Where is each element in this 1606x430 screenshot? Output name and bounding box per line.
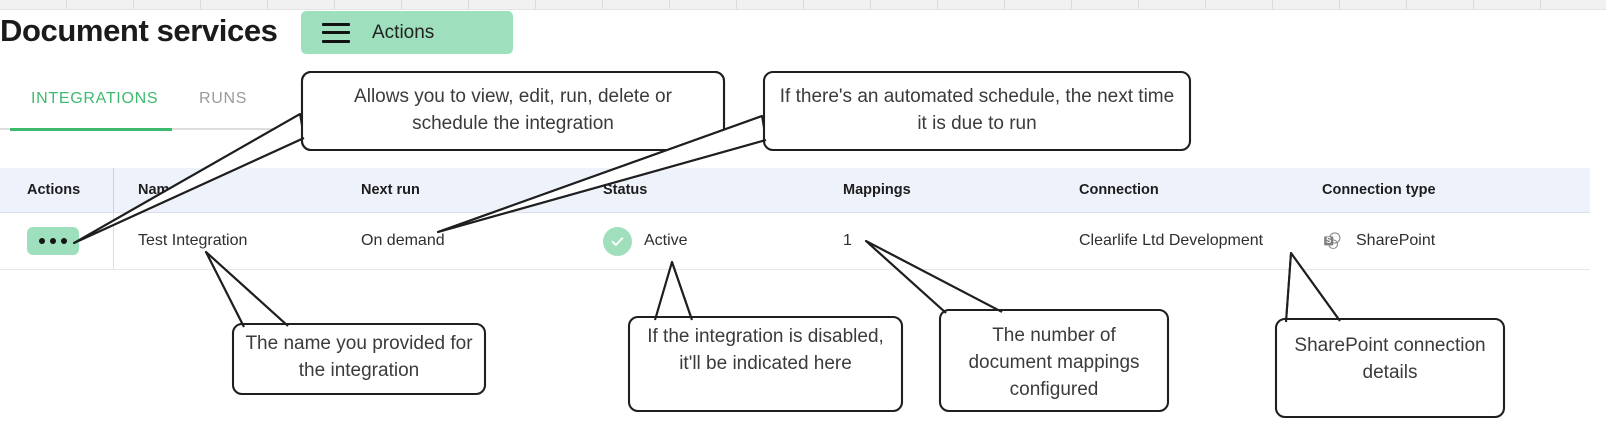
callout-box-mappings bbox=[938, 308, 1170, 413]
column-header-next-run: Next run bbox=[361, 182, 420, 198]
ruler-tick bbox=[603, 0, 670, 9]
callout-text-status: If the integration is disabled, it'll be… bbox=[647, 326, 884, 374]
table-row: Test Integration On demand Active 1 Clea… bbox=[0, 213, 1590, 270]
ruler-tick bbox=[1340, 0, 1407, 9]
ruler-tick bbox=[737, 0, 804, 9]
callout-text-mappings: The number of document mappings configur… bbox=[968, 325, 1140, 400]
ruler-strip bbox=[0, 0, 1606, 10]
ruler-tick bbox=[670, 0, 737, 9]
column-header-connection-type: Connection type bbox=[1322, 182, 1436, 198]
ruler-tick bbox=[938, 0, 1005, 9]
integrations-table: Actions Name Next run Status Mappings Co… bbox=[0, 168, 1590, 270]
ruler-tick bbox=[402, 0, 469, 9]
callout-tail-status bbox=[654, 261, 693, 321]
tab-bar: INTEGRATIONS RUNS bbox=[0, 90, 1606, 131]
column-header-mappings: Mappings bbox=[843, 182, 911, 198]
cell-mappings: 1 bbox=[843, 232, 852, 249]
actions-button-label: Actions bbox=[372, 21, 435, 43]
callout-box-name bbox=[231, 322, 487, 396]
callout-box-conntype bbox=[1274, 317, 1506, 419]
column-header-status: Status bbox=[603, 182, 648, 198]
callout-text-name: The name you provided for the integratio… bbox=[245, 333, 473, 381]
tab-active-indicator bbox=[10, 128, 172, 131]
table-header-row: Actions Name Next run Status Mappings Co… bbox=[0, 168, 1590, 213]
ruler-tick bbox=[536, 0, 603, 9]
ruler-tick bbox=[1139, 0, 1206, 9]
cell-actions bbox=[0, 213, 113, 269]
ruler-tick bbox=[1273, 0, 1340, 9]
cell-status: Active bbox=[603, 213, 841, 269]
ruler-tick bbox=[1206, 0, 1273, 9]
ruler-tick bbox=[335, 0, 402, 9]
ruler-tick bbox=[67, 0, 134, 9]
actions-button[interactable]: Actions bbox=[301, 11, 513, 54]
cell-next-run: On demand bbox=[361, 232, 445, 249]
ruler-tick bbox=[134, 0, 201, 9]
ruler-tick bbox=[0, 0, 67, 9]
ruler-tick bbox=[1005, 0, 1072, 9]
cell-name: Test Integration bbox=[113, 213, 358, 269]
callout-text-conntype: SharePoint connection details bbox=[1294, 335, 1486, 383]
ruler-tick bbox=[201, 0, 268, 9]
ruler-tick bbox=[871, 0, 938, 9]
ruler-tick bbox=[268, 0, 335, 9]
ruler-tick bbox=[1541, 0, 1606, 9]
tab-integrations[interactable]: INTEGRATIONS bbox=[31, 90, 159, 107]
sharepoint-icon: S bbox=[1322, 230, 1344, 252]
ruler-tick bbox=[469, 0, 536, 9]
cell-connection: Clearlife Ltd Development bbox=[1079, 232, 1264, 249]
status-badge-label: Active bbox=[644, 232, 688, 249]
ruler-tick bbox=[804, 0, 871, 9]
ruler-tick bbox=[1407, 0, 1474, 9]
svg-text:S: S bbox=[1326, 236, 1332, 245]
ruler-tick bbox=[1072, 0, 1139, 9]
cell-connection-type: S SharePoint bbox=[1322, 213, 1590, 269]
hamburger-icon bbox=[322, 22, 350, 43]
check-circle-icon bbox=[603, 226, 632, 256]
page-title: Document services bbox=[0, 13, 278, 48]
column-header-connection: Connection bbox=[1079, 182, 1159, 198]
column-header-actions: Actions bbox=[27, 182, 81, 198]
column-header-name: Name bbox=[113, 168, 358, 212]
tab-runs[interactable]: RUNS bbox=[199, 90, 248, 107]
callout-box-status bbox=[627, 315, 904, 413]
ruler-tick bbox=[1474, 0, 1541, 9]
connection-type-label: SharePoint bbox=[1356, 232, 1436, 249]
row-ellipsis-icon[interactable] bbox=[27, 227, 79, 255]
